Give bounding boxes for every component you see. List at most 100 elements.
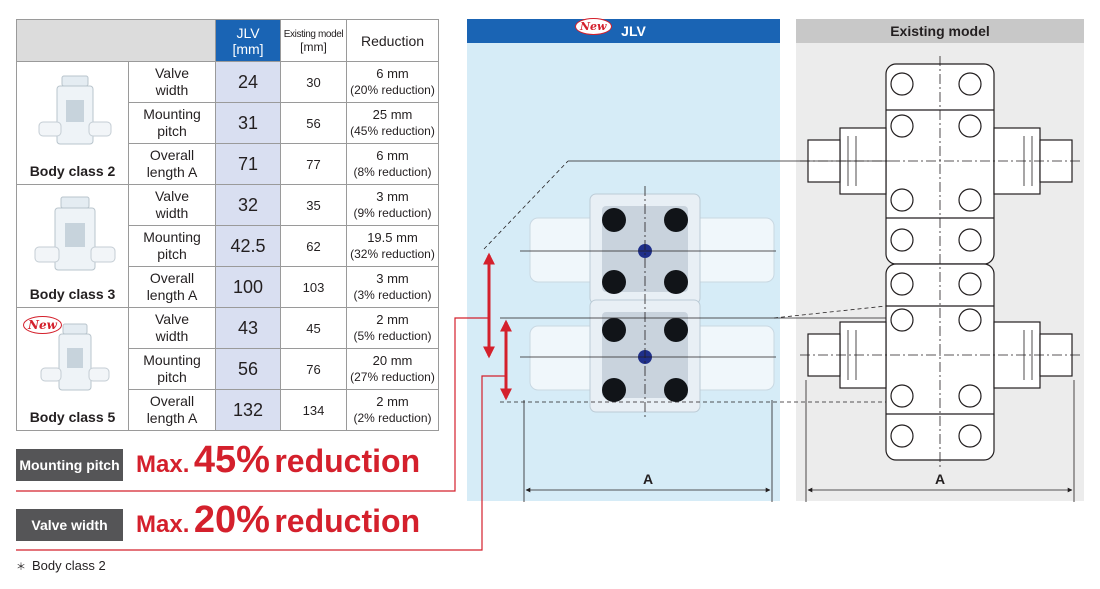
reduction-mm: 20 mm <box>372 353 413 368</box>
body-class-3-cell: Body class 3 <box>16 184 129 308</box>
row-label-line2: pitch <box>157 123 187 139</box>
header-jlv-unit: [mm] <box>232 40 264 57</box>
footnote: ＊ Body class 2 <box>16 558 106 573</box>
callout-leader-lines <box>16 317 506 551</box>
row-label-line2: width <box>155 82 189 98</box>
jlv-centerlines <box>520 186 776 420</box>
header-reduction: Reduction <box>346 19 439 62</box>
reduction-pct: (2% reduction) <box>353 411 432 425</box>
dim-label-a-jlv: A <box>643 471 653 487</box>
jlv-value: 132 <box>215 389 281 431</box>
existing-value: 45 <box>280 307 347 349</box>
existing-value: 35 <box>280 184 347 226</box>
reduction-mm: 6 mm <box>376 66 409 81</box>
comparison-table: JLV [mm] Existing model [mm] Reduction B… <box>16 19 439 431</box>
jlv-value: 56 <box>215 348 281 390</box>
valve-photo-icon <box>38 75 112 145</box>
row-label-line2: length A <box>146 410 198 426</box>
reduction-pct: (45% reduction) <box>350 124 435 138</box>
mounting-reduction-word: reduction <box>274 443 421 479</box>
existing-value: 30 <box>280 61 347 103</box>
reduction-pct: (20% reduction) <box>350 83 435 97</box>
jlv-title-text: JLV <box>621 23 646 39</box>
row-label-line1: Overall <box>149 147 195 163</box>
jlv-drawing <box>529 193 775 413</box>
row-label-line1: Overall <box>149 270 195 286</box>
footnote-text: Body class 2 <box>32 558 106 573</box>
row-label-line1: Valve <box>155 311 189 327</box>
header-existing-unit: [mm] <box>300 39 327 54</box>
reduction-pct: (32% reduction) <box>350 247 435 261</box>
body-class-5-cell: New Body class 5 <box>16 307 129 431</box>
row-label-line2: length A <box>146 164 198 180</box>
reduction-mm: 2 mm <box>376 394 409 409</box>
reduction-mm: 19.5 mm <box>367 230 418 245</box>
reduction-pct: (8% reduction) <box>353 165 432 179</box>
dimension-arrow-icon <box>483 252 512 401</box>
valve-reduction-word: reduction <box>274 503 421 539</box>
reduction-pct: (3% reduction) <box>353 288 432 302</box>
row-label-line1: Mounting <box>143 352 201 368</box>
reduction-mm: 3 mm <box>376 271 409 286</box>
row-label-line1: Overall <box>149 393 195 409</box>
reduction-mm: 3 mm <box>376 189 409 204</box>
footnote-mark: ＊ <box>16 562 26 573</box>
valve-photo-icon <box>40 323 110 391</box>
mounting-max-prefix: Max. <box>136 451 190 478</box>
reduction-value: 2 mm (2% reduction) <box>346 389 439 431</box>
reduction-pct: (27% reduction) <box>350 370 435 384</box>
row-label-line1: Mounting <box>143 106 201 122</box>
mounting-max-value: 45% <box>193 439 270 481</box>
body-class-2-cell: Body class 2 <box>16 61 129 185</box>
existing-panel-title: Existing model <box>796 19 1084 43</box>
valve-width-tag: Valve width <box>16 509 123 541</box>
row-label-line2: width <box>155 328 189 344</box>
reduction-value: 3 mm (9% reduction) <box>346 184 439 226</box>
reduction-mm: 2 mm <box>376 312 409 327</box>
existing-value: 134 <box>280 389 347 431</box>
reduction-value: 6 mm (20% reduction) <box>346 61 439 103</box>
jlv-value: 42.5 <box>215 225 281 267</box>
row-label-line1: Valve <box>155 188 189 204</box>
existing-centerlines <box>800 56 1080 470</box>
new-badge-icon: New <box>575 18 612 35</box>
row-label-line2: pitch <box>157 369 187 385</box>
dimension-a-existing <box>805 380 1075 502</box>
header-jlv-label: JLV <box>236 24 260 41</box>
existing-value: 56 <box>280 102 347 144</box>
reduction-pct: (5% reduction) <box>353 329 432 343</box>
dimension-a-jlv <box>523 400 773 502</box>
reduction-value: 6 mm (8% reduction) <box>346 143 439 185</box>
row-label-line1: Valve <box>155 65 189 81</box>
reduction-pct: (9% reduction) <box>353 206 432 220</box>
valve-width-highlight: Max. 20% reduction <box>136 499 420 542</box>
pitch-link-lines <box>483 160 890 403</box>
dim-label-a-existing: A <box>935 471 945 487</box>
valve-photo-icon <box>34 196 116 271</box>
valve-max-value: 20% <box>193 499 270 541</box>
row-label-line2: pitch <box>157 246 187 262</box>
new-badge-icon: New <box>23 316 62 334</box>
row-label-line1: Mounting <box>143 229 201 245</box>
reduction-mm: 6 mm <box>376 148 409 163</box>
mounting-pitch-highlight: Max. 45% reduction <box>136 439 420 482</box>
valve-max-prefix: Max. <box>136 511 190 538</box>
header-blank-cell <box>16 19 216 62</box>
jlv-value: 100 <box>215 266 281 308</box>
